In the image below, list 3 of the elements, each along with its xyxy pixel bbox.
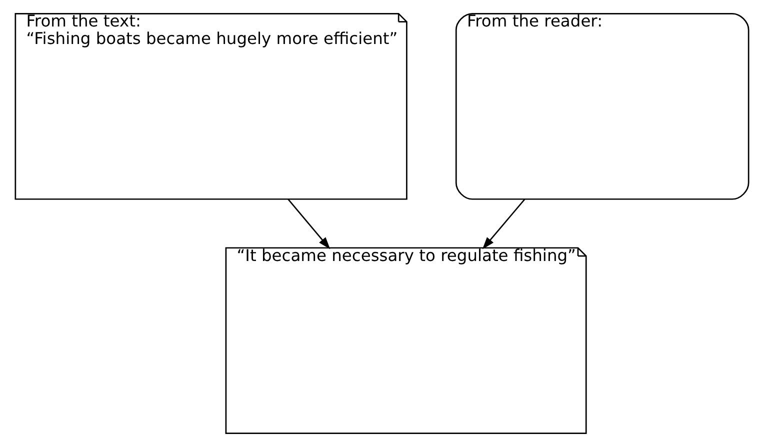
arrow	[482, 198, 525, 250]
node-box: From the reader:	[454, 12, 749, 200]
arrow	[287, 198, 330, 250]
